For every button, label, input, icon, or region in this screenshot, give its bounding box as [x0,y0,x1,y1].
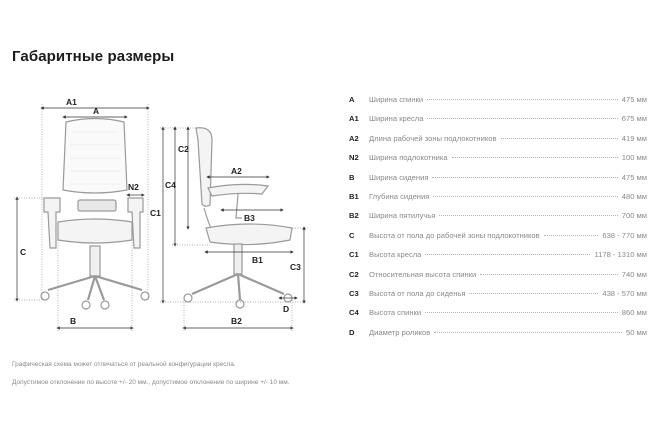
spec-code: C [349,230,355,240]
spec-code: A1 [349,114,359,124]
spec-value: 50 мм [626,327,647,337]
spec-code: C4 [349,308,359,318]
spec-value: 475 мм [621,95,647,104]
spec-name: Высота спинки [369,308,422,318]
spec-name: Относительная высота спинки [369,269,477,279]
spec-leader-dots [500,137,618,139]
spec-row: B Ширина сидения 475 мм [349,173,647,192]
dim-label-a1: A1 [66,97,77,107]
dim-label-a: A [93,106,99,116]
spec-name: Длина рабочей зоны подлокотников [369,133,497,143]
spec-code: D [349,327,355,337]
spec-row: B2 Ширина пятилучья 700 мм [349,211,647,230]
spec-code: N2 [349,153,359,163]
spec-name: Высота кресла [369,250,422,260]
spec-name: Высота от пола до сиденья [369,288,466,298]
spec-value: 675 мм [621,114,647,124]
spec-leader-dots [469,292,599,294]
spec-code: A2 [349,133,359,143]
spec-value: 700 мм [621,211,647,221]
dim-label-c2: C2 [178,144,189,154]
note-tolerance: Допустимое отклонение по высоте +/- 20 м… [12,379,290,386]
dim-label-n2: N2 [128,182,139,192]
dim-label-b1: B1 [252,255,263,265]
spec-leader-dots [432,176,618,178]
spec-code: B1 [349,191,359,201]
spec-row: C1 Высота кресла 1178 - 1310 мм [349,250,647,269]
spec-value: 1178 - 1310 мм [594,250,647,260]
spec-row: A1 Ширина кресла 675 мм [349,114,647,133]
spec-leader-dots [433,195,618,197]
note-schema: Графическая схема может отличаться от ре… [12,361,236,368]
spec-leader-dots [543,234,599,236]
front-view-chair [40,117,150,310]
dim-label-c3: C3 [290,262,301,272]
spec-code: B [349,172,355,182]
spec-value: 438 - 570 мм [602,288,647,298]
dim-label-c4: C4 [165,180,176,190]
spec-code: C3 [349,288,359,298]
spec-name: Ширина кресла [369,114,424,124]
side-view-chair [183,127,293,309]
dim-label-d: D [283,304,289,314]
spec-leader-dots [434,331,622,333]
spec-row: C4 Высота спинки 860 мм [349,308,647,327]
spec-value: 740 мм [621,269,647,279]
spec-name: Ширина сидения [369,172,429,182]
dim-label-b3: B3 [244,213,255,223]
spec-leader-dots [480,273,618,275]
spec-code: C1 [349,250,359,260]
spec-value: 419 мм [621,133,647,143]
front-dimension-lines [14,104,150,332]
spec-code: A [349,95,355,104]
spec-leader-dots [427,118,618,120]
dim-label-a2: A2 [231,166,242,176]
spec-name: Ширина подлокотника [369,153,448,163]
spec-value: 100 мм [621,153,647,163]
spec-leader-dots [451,157,618,159]
spec-name: Глубина сидения [369,191,430,201]
spec-code: C2 [349,269,359,279]
spec-leader-dots [425,254,591,256]
spec-row: D Диаметр роликов 50 мм [349,328,647,347]
spec-leader-dots [439,215,618,217]
spec-value: 480 мм [621,191,647,201]
spec-value: 475 мм [621,172,647,182]
spec-name: Ширина спинки [369,95,424,104]
spec-name: Ширина пятилучья [369,211,436,221]
spec-row: C2 Относительная высота спинки 740 мм [349,270,647,289]
spec-value: 638 - 770 мм [602,230,647,240]
spec-row: C Высота от пола до рабочей зоны подлокот… [349,231,647,250]
spec-value: 860 мм [621,308,647,318]
page-title: Габаритные размеры [12,48,175,65]
spec-name: Диаметр роликов [369,327,431,337]
spec-row: N2 Ширина подлокотника 100 мм [349,153,647,172]
spec-name: Высота от пола до рабочей зоны подлокотн… [369,230,540,240]
specs-table: A Ширина спинки 475 мм A1 Ширина кресла 675 м… [349,95,647,347]
spec-row: B1 Глубина сидения 480 мм [349,192,647,211]
spec-row: C3 Высота от пола до сиденья 438 - 570 мм [349,289,647,308]
side-dimension-lines [160,126,308,332]
spec-leader-dots [425,312,618,314]
dim-label-b: B [70,316,76,326]
dim-label-c1: C1 [150,208,161,218]
spec-code: B2 [349,211,359,221]
spec-row: A2 Длина рабочей зоны подлокотников 419 мм [349,134,647,153]
spec-leader-dots [427,99,618,100]
spec-row: A Ширина спинки 475 мм [349,95,647,114]
dim-label-c: C [20,247,26,257]
dim-label-b2: B2 [231,316,242,326]
